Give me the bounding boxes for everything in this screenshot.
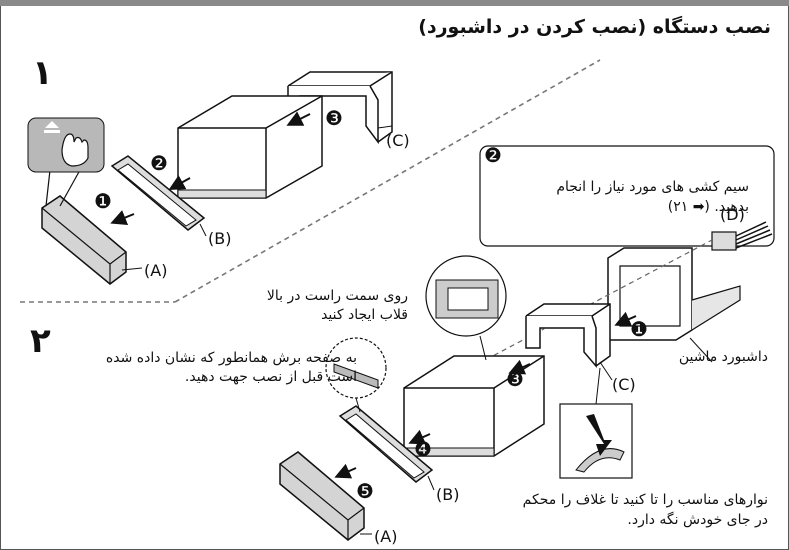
arrow-icon [408,429,431,445]
callout-1-step2: ❶ [630,317,648,341]
bend-note: به صفحه برش همانطور که نشان داده شده است… [105,350,357,385]
hook-note: روی سمت راست در بالا قلاب ایجاد کنید [266,288,408,323]
label-d: (D) [720,205,745,224]
step-number-2: ۲ [30,321,51,361]
callout-3-step1: ❸ [325,106,343,130]
leader-b2 [427,475,435,491]
hook-detail-magnifier [425,255,507,361]
label-a-step1: (A) [144,261,167,280]
eject-icon [44,121,60,133]
connector-d [711,221,773,251]
bend-detail-magnifier [325,337,387,413]
car-dashboard [607,247,741,363]
callout-2-step1: ❷ [150,151,168,175]
callout-3-step2: ❸ [506,367,524,391]
trim-plate-b-step1 [110,155,206,231]
page-title: نصب دستگاه (نصب کردن در داشبورد) [418,16,771,38]
arrow-icon [508,359,531,375]
leader-a1 [121,267,143,271]
step-divider-diagonal [174,59,601,303]
tabs-note: نوارهای مناسب را تا کنید تا غلاف را محکم… [522,492,768,528]
label-a-step2: (A) [374,527,397,546]
wiring-note-box [479,145,775,247]
wiring-note: سیم کشی های مورد نیاز را انجام بدهید. (➡… [556,179,749,215]
sleeve-c-step1 [287,71,393,145]
arrow-icon [286,111,311,126]
arrow-icon [110,210,135,225]
callout-1-step1: ❶ [94,189,112,213]
faceplate-a-step2 [279,451,365,541]
faceplate-a-step1 [41,195,127,285]
label-b-step1: (B) [208,229,231,248]
callout-4-step2: ❹ [414,437,432,461]
callout-5-step2: ❺ [356,479,374,503]
leader-c1 [377,125,393,129]
leader-b1 [199,223,207,237]
label-c-step1: (C) [386,131,410,150]
tab-bend-detail [559,367,633,479]
step-number-1: ۱ [32,53,53,93]
trim-plate-b-step2 [338,405,434,483]
header-bar [0,0,789,6]
label-c-step2: (C) [612,375,636,394]
callout-2-wiring: ❷ [484,143,502,167]
leader-c2 [599,361,613,381]
dashboard-label: داشبورد ماشین [678,349,768,365]
arrow-icon [614,311,637,327]
label-b-step2: (B) [436,485,459,504]
hand-press-icon [61,133,89,167]
main-unit-step1 [177,95,323,199]
arrow-icon [168,175,191,190]
sleeve-c-step2 [525,303,611,369]
arrow-icon [334,463,357,479]
